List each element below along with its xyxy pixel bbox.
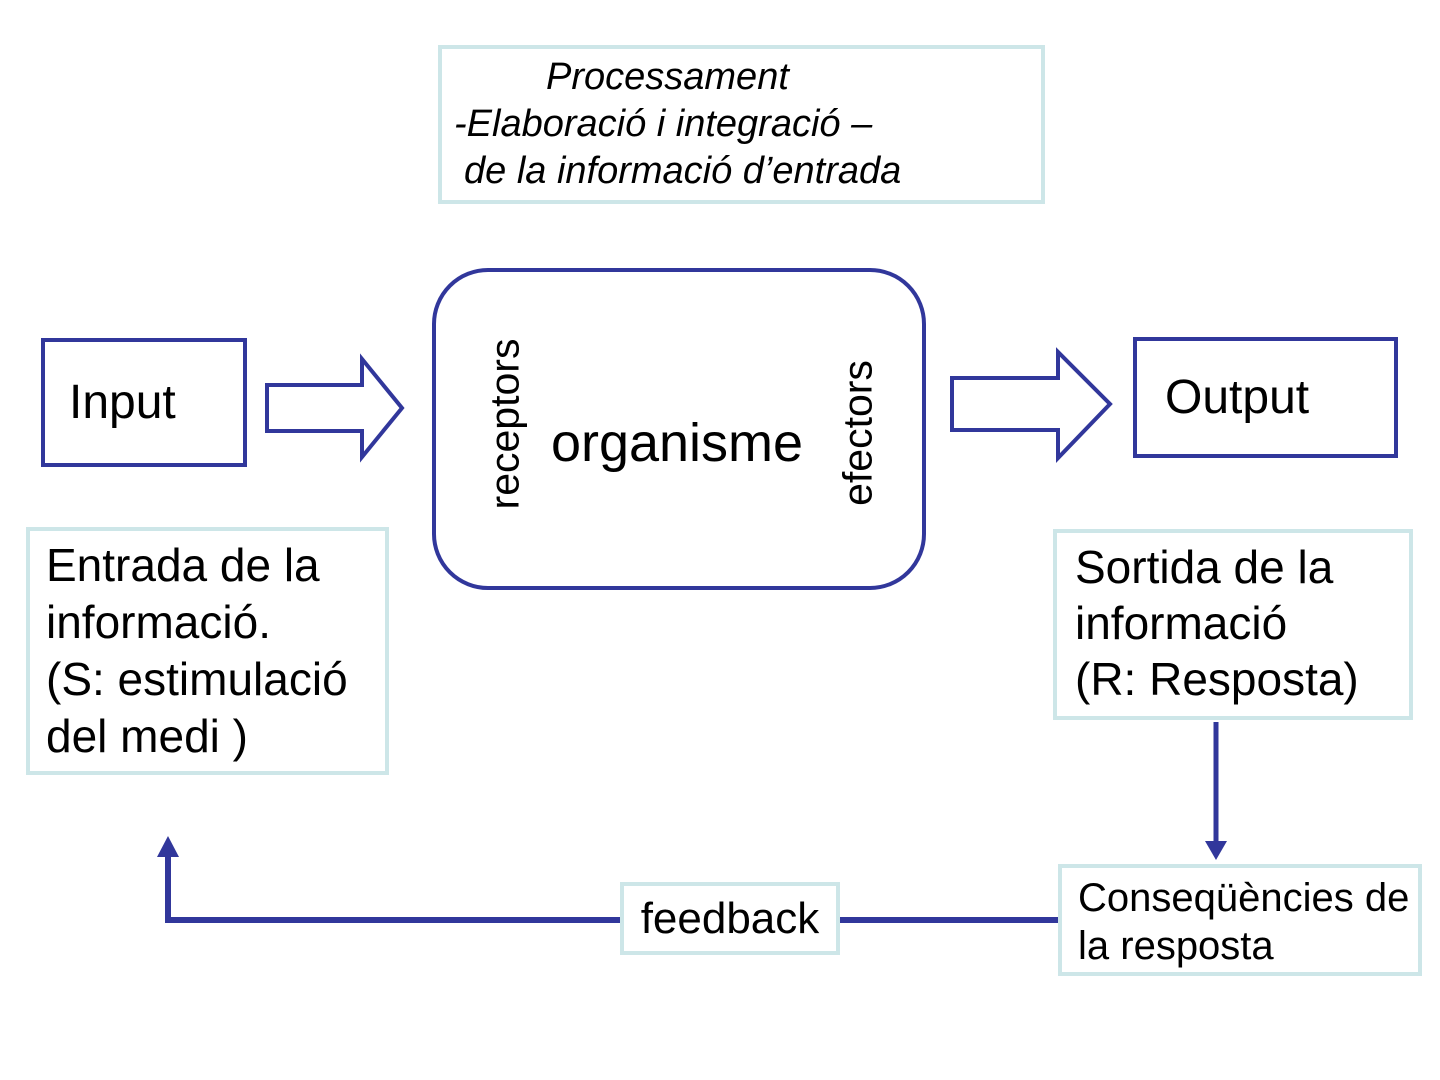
output-note-box: Sortida de la informació (R: Resposta) <box>1053 529 1413 720</box>
output-note-line: (R: Resposta) <box>1075 653 1359 705</box>
input-note-line: informació. <box>46 596 271 648</box>
input-note-line: del medi ) <box>46 710 248 762</box>
input-note-line: Entrada de la <box>46 539 320 591</box>
input-note-line: (S: estimulació <box>46 653 348 705</box>
input-to-organism-arrow <box>265 353 405 463</box>
output-box: Output <box>1133 337 1398 458</box>
processing-box: Processament -Elaboració i integració – … <box>438 45 1045 204</box>
consequences-line: la resposta <box>1078 924 1274 968</box>
organism-label: organisme <box>550 413 804 473</box>
output-note-line: informació <box>1075 597 1288 649</box>
processing-line: de la informació d’entrada <box>464 150 902 192</box>
consequences-line: Conseqüències de <box>1078 876 1410 920</box>
feedback-box: feedback <box>620 882 840 955</box>
input-label: Input <box>69 376 176 429</box>
processing-line: Processament <box>546 56 789 98</box>
organism-to-output-arrow <box>950 347 1113 463</box>
output-note-line: Sortida de la <box>1075 541 1334 593</box>
efectors-label: efectors <box>834 360 881 506</box>
consequences-box: Conseqüències de la resposta <box>1058 864 1422 976</box>
receptors-label: receptors <box>481 338 528 510</box>
processing-line: -Elaboració i integració – <box>454 103 873 145</box>
output-label: Output <box>1165 371 1310 424</box>
input-box: Input <box>41 338 247 467</box>
input-note-box: Entrada de la informació. (S: estimulaci… <box>26 527 389 775</box>
organism-box <box>432 268 926 590</box>
feedback-label: feedback <box>640 893 820 943</box>
response-down-arrow <box>1205 722 1227 860</box>
feedback-path <box>157 836 1058 923</box>
